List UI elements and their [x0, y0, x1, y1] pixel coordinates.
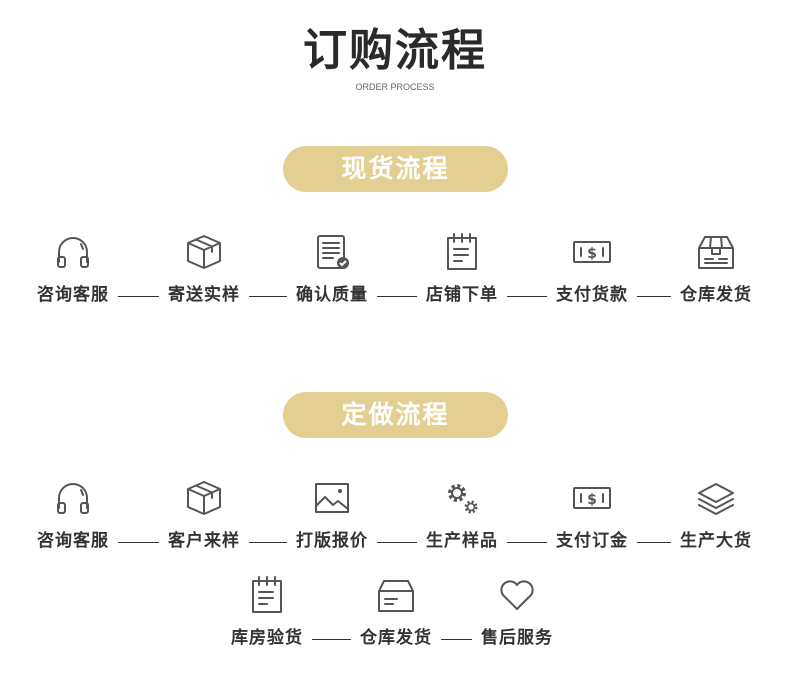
connector-line	[312, 639, 351, 640]
process-step: 店铺下单	[402, 232, 522, 305]
section-pill-custom: 定做流程	[283, 392, 508, 438]
notepad-icon	[402, 232, 522, 272]
step-label: 库房验货	[231, 628, 303, 648]
step-label: 生产样品	[426, 531, 498, 551]
process-step: 生产样品	[402, 478, 522, 551]
warehouse-box-icon	[656, 232, 776, 272]
process-step: 售后服务	[457, 575, 577, 648]
money-icon: $	[532, 478, 652, 518]
process-step: 生产大货	[656, 478, 776, 551]
connector-line	[377, 296, 417, 297]
connector-line	[249, 296, 287, 297]
box-icon	[144, 478, 264, 518]
step-label: 咨询客服	[37, 285, 109, 305]
process-step: $ 支付订金	[532, 478, 652, 551]
process-step: 确认质量	[272, 232, 392, 305]
process-step: 仓库发货	[336, 575, 456, 648]
connector-line	[507, 542, 547, 543]
connector-line	[377, 542, 417, 543]
step-label: 客户来样	[168, 531, 240, 551]
checklist-icon	[272, 232, 392, 272]
step-label: 咨询客服	[37, 531, 109, 551]
step-label: 寄送实样	[168, 285, 240, 305]
process-step: 咨询客服	[13, 478, 133, 551]
step-label: 打版报价	[296, 531, 368, 551]
page-title: 订购流程	[303, 25, 487, 76]
step-label: 店铺下单	[426, 285, 498, 305]
headset-icon	[13, 232, 133, 272]
process-step: 寄送实样	[144, 232, 264, 305]
heart-icon	[457, 575, 577, 615]
connector-line	[118, 296, 159, 297]
box-icon	[144, 232, 264, 272]
connector-line	[249, 542, 287, 543]
step-label: 仓库发货	[680, 285, 752, 305]
svg-text:$: $	[587, 492, 597, 508]
step-label: 生产大货	[680, 531, 752, 551]
process-step: 打版报价	[272, 478, 392, 551]
connector-line	[441, 639, 472, 640]
image-icon	[272, 478, 392, 518]
step-label: 支付货款	[556, 285, 628, 305]
headset-icon	[13, 478, 133, 518]
connector-line	[507, 296, 547, 297]
step-label: 确认质量	[296, 285, 368, 305]
step-label: 支付订金	[556, 531, 628, 551]
connector-line	[637, 296, 671, 297]
notepad-icon	[207, 575, 327, 615]
step-label: 售后服务	[481, 628, 553, 648]
page-subtitle: ORDER PROCESS	[355, 82, 435, 92]
card-box-icon	[336, 575, 456, 615]
step-label: 仓库发货	[360, 628, 432, 648]
process-step: 咨询客服	[13, 232, 133, 305]
process-step: 客户来样	[144, 478, 264, 551]
section-pill-stock: 现货流程	[283, 146, 508, 192]
process-step: 库房验货	[207, 575, 327, 648]
gears-icon	[402, 478, 522, 518]
process-step: $ 支付货款	[532, 232, 652, 305]
money-icon: $	[532, 232, 652, 272]
connector-line	[118, 542, 159, 543]
layers-icon	[656, 478, 776, 518]
process-step: 仓库发货	[656, 232, 776, 305]
connector-line	[637, 542, 671, 543]
svg-text:$: $	[587, 246, 597, 262]
